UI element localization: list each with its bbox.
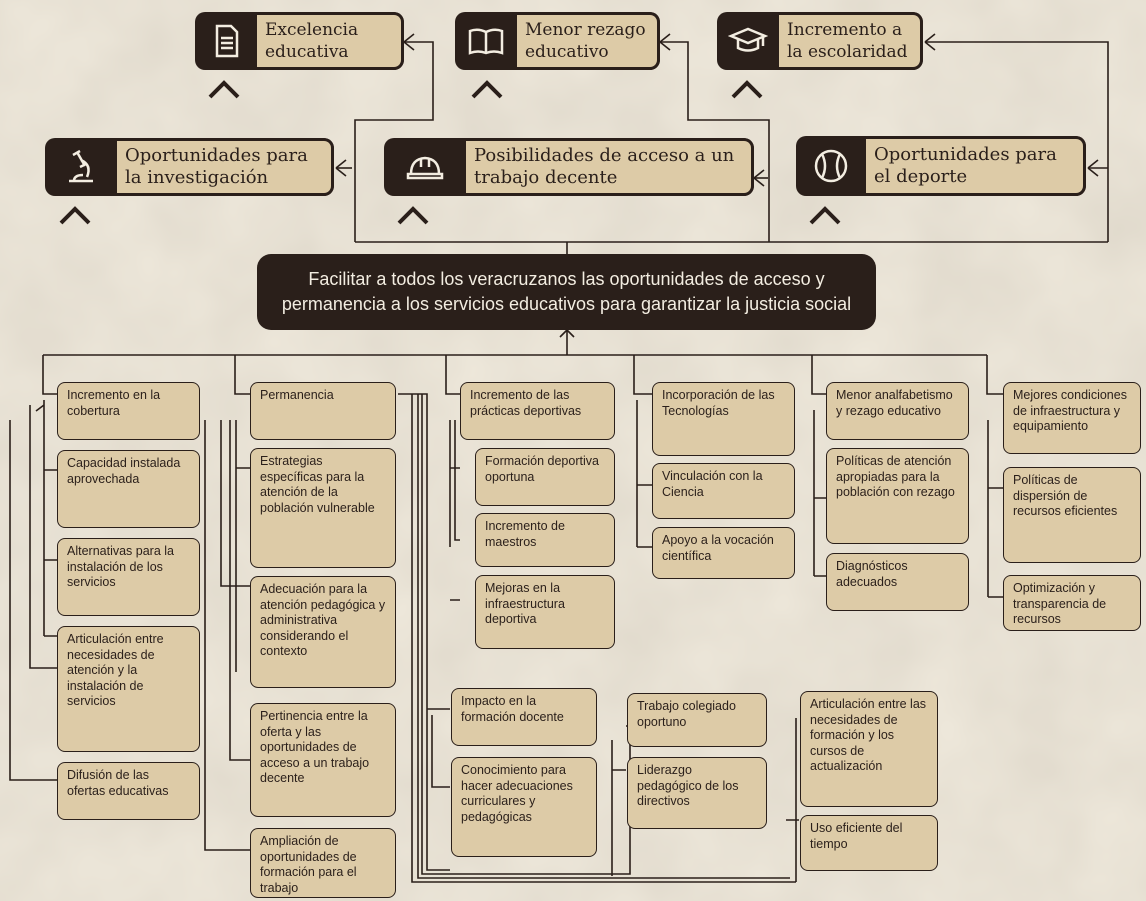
- outcome-label: Posibilidades de acceso a un trabajo dec…: [466, 138, 754, 196]
- node-trabajo-colegiado: Trabajo colegiado oportuno: [627, 693, 767, 747]
- chevron-up-icon: [58, 204, 92, 226]
- outcome-deporte: Oportunidades para el deporte: [796, 136, 1086, 196]
- outcome-rezago: Menor rezago educativo: [455, 12, 660, 70]
- node-practicas-deportivas: Incremento de las prácticas deportivas: [460, 382, 615, 440]
- central-goal: Facilitar a todos los veracruzanos las o…: [257, 254, 876, 330]
- node-ampliacion-oportunidades: Ampliación de oportunidades de formación…: [250, 828, 396, 898]
- chevron-up-icon: [730, 78, 764, 100]
- outcome-escolaridad: Incremento a la escolaridad: [717, 12, 923, 70]
- node-infraestructura-deportiva: Mejoras en la infraestructura deportiva: [475, 575, 615, 649]
- chevron-up-icon: [808, 204, 842, 226]
- node-capacidad-instalada: Capacidad instalada aprovechada: [57, 450, 200, 528]
- node-dispersion-recursos: Políticas de dispersión de recursos efic…: [1003, 467, 1141, 563]
- graduation-cap-icon: [717, 12, 779, 70]
- outcome-label: Incremento a la escolaridad: [779, 12, 923, 70]
- outcome-label: Oportunidades para el deporte: [866, 136, 1086, 196]
- document-icon: [195, 12, 257, 70]
- node-conocimiento-adecuaciones: Conocimiento para hacer adecuaciones cur…: [451, 757, 597, 857]
- node-politicas-rezago: Políticas de atención apropiadas para la…: [826, 448, 969, 544]
- chevron-up-icon: [470, 78, 504, 100]
- node-pertinencia-oferta: Pertinencia entre la oferta y las oportu…: [250, 703, 396, 817]
- chevron-up-icon: [207, 78, 241, 100]
- node-estrategias-vulnerable: Estrategias específicas para la atención…: [250, 448, 396, 568]
- hard-hat-icon: [384, 138, 466, 196]
- node-incremento-cobertura: Incremento en la cobertura: [57, 382, 200, 440]
- node-articulacion-formacion: Articulación entre las necesidades de fo…: [800, 691, 938, 807]
- node-permanencia: Permanencia: [250, 382, 396, 440]
- node-analfabetismo: Menor analfabetismo y rezago educativo: [826, 382, 969, 440]
- node-impacto-formacion: Impacto en la formación docente: [451, 688, 597, 746]
- node-vocacion-cientifica: Apoyo a la vocación científica: [652, 527, 795, 579]
- node-adecuacion-atencion: Adecuación para la atención pedagógica y…: [250, 576, 396, 688]
- node-uso-tiempo: Uso eficiente del tiempo: [800, 815, 938, 871]
- node-difusion-ofertas: Difusión de las ofertas educativas: [57, 762, 200, 820]
- outcome-label: Menor rezago educativo: [517, 12, 660, 70]
- node-articulacion-necesidades: Articulación entre necesidades de atenci…: [57, 626, 200, 752]
- node-alternativas-instalacion: Alternativas para la instalación de los …: [57, 538, 200, 616]
- node-diagnosticos: Diagnósticos adecuados: [826, 553, 969, 611]
- outcome-label: Excelencia educativa: [257, 12, 404, 70]
- node-formacion-deportiva: Formación deportiva oportuna: [475, 448, 615, 506]
- baseball-icon: [796, 136, 866, 196]
- node-vinculacion-ciencia: Vinculación con la Ciencia: [652, 463, 795, 519]
- outcome-trabajo: Posibilidades de acceso a un trabajo dec…: [384, 138, 754, 196]
- microscope-icon: [45, 138, 117, 196]
- node-tecnologias: Incorporación de las Tecnologías: [652, 382, 795, 456]
- outcome-investigacion: Oportunidades para la investigación: [45, 138, 334, 196]
- node-infraestructura-equipamiento: Mejores condiciones de infraestructura y…: [1003, 382, 1141, 454]
- open-book-icon: [455, 12, 517, 70]
- chevron-up-icon: [396, 204, 430, 226]
- outcome-excelencia: Excelencia educativa: [195, 12, 404, 70]
- node-optimizacion-recursos: Optimización y transparencia de recursos: [1003, 575, 1141, 631]
- node-liderazgo-pedagogico: Liderazgo pedagógico de los directivos: [627, 757, 767, 829]
- node-incremento-maestros: Incremento de maestros: [475, 513, 615, 567]
- outcome-label: Oportunidades para la investigación: [117, 138, 334, 196]
